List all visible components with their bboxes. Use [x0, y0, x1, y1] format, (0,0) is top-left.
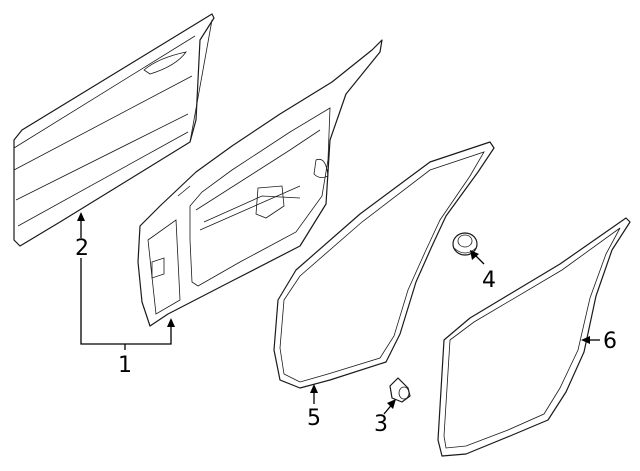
arrow-5: [310, 384, 318, 393]
callout-3: 3: [374, 412, 388, 437]
arrow-6: [581, 336, 590, 344]
callout-6: 6: [603, 329, 617, 354]
callout-4: 4: [482, 268, 496, 293]
leader-lines: [77, 212, 600, 415]
leader-1: [80, 258, 172, 345]
arrow-3: [387, 399, 396, 409]
callout-2: 2: [75, 236, 89, 261]
plug: [452, 232, 478, 256]
door-weatherstrip: [273, 141, 495, 389]
arrow-2: [77, 212, 85, 221]
door-shell: [137, 39, 383, 327]
callout-5: 5: [307, 406, 321, 431]
door-outer-panel: [13, 13, 215, 247]
door-bumper: [389, 377, 411, 403]
arrow-4: [470, 250, 479, 260]
callout-1: 1: [118, 353, 132, 378]
arrow-1: [167, 318, 175, 327]
body-weatherstrip: [437, 217, 631, 457]
